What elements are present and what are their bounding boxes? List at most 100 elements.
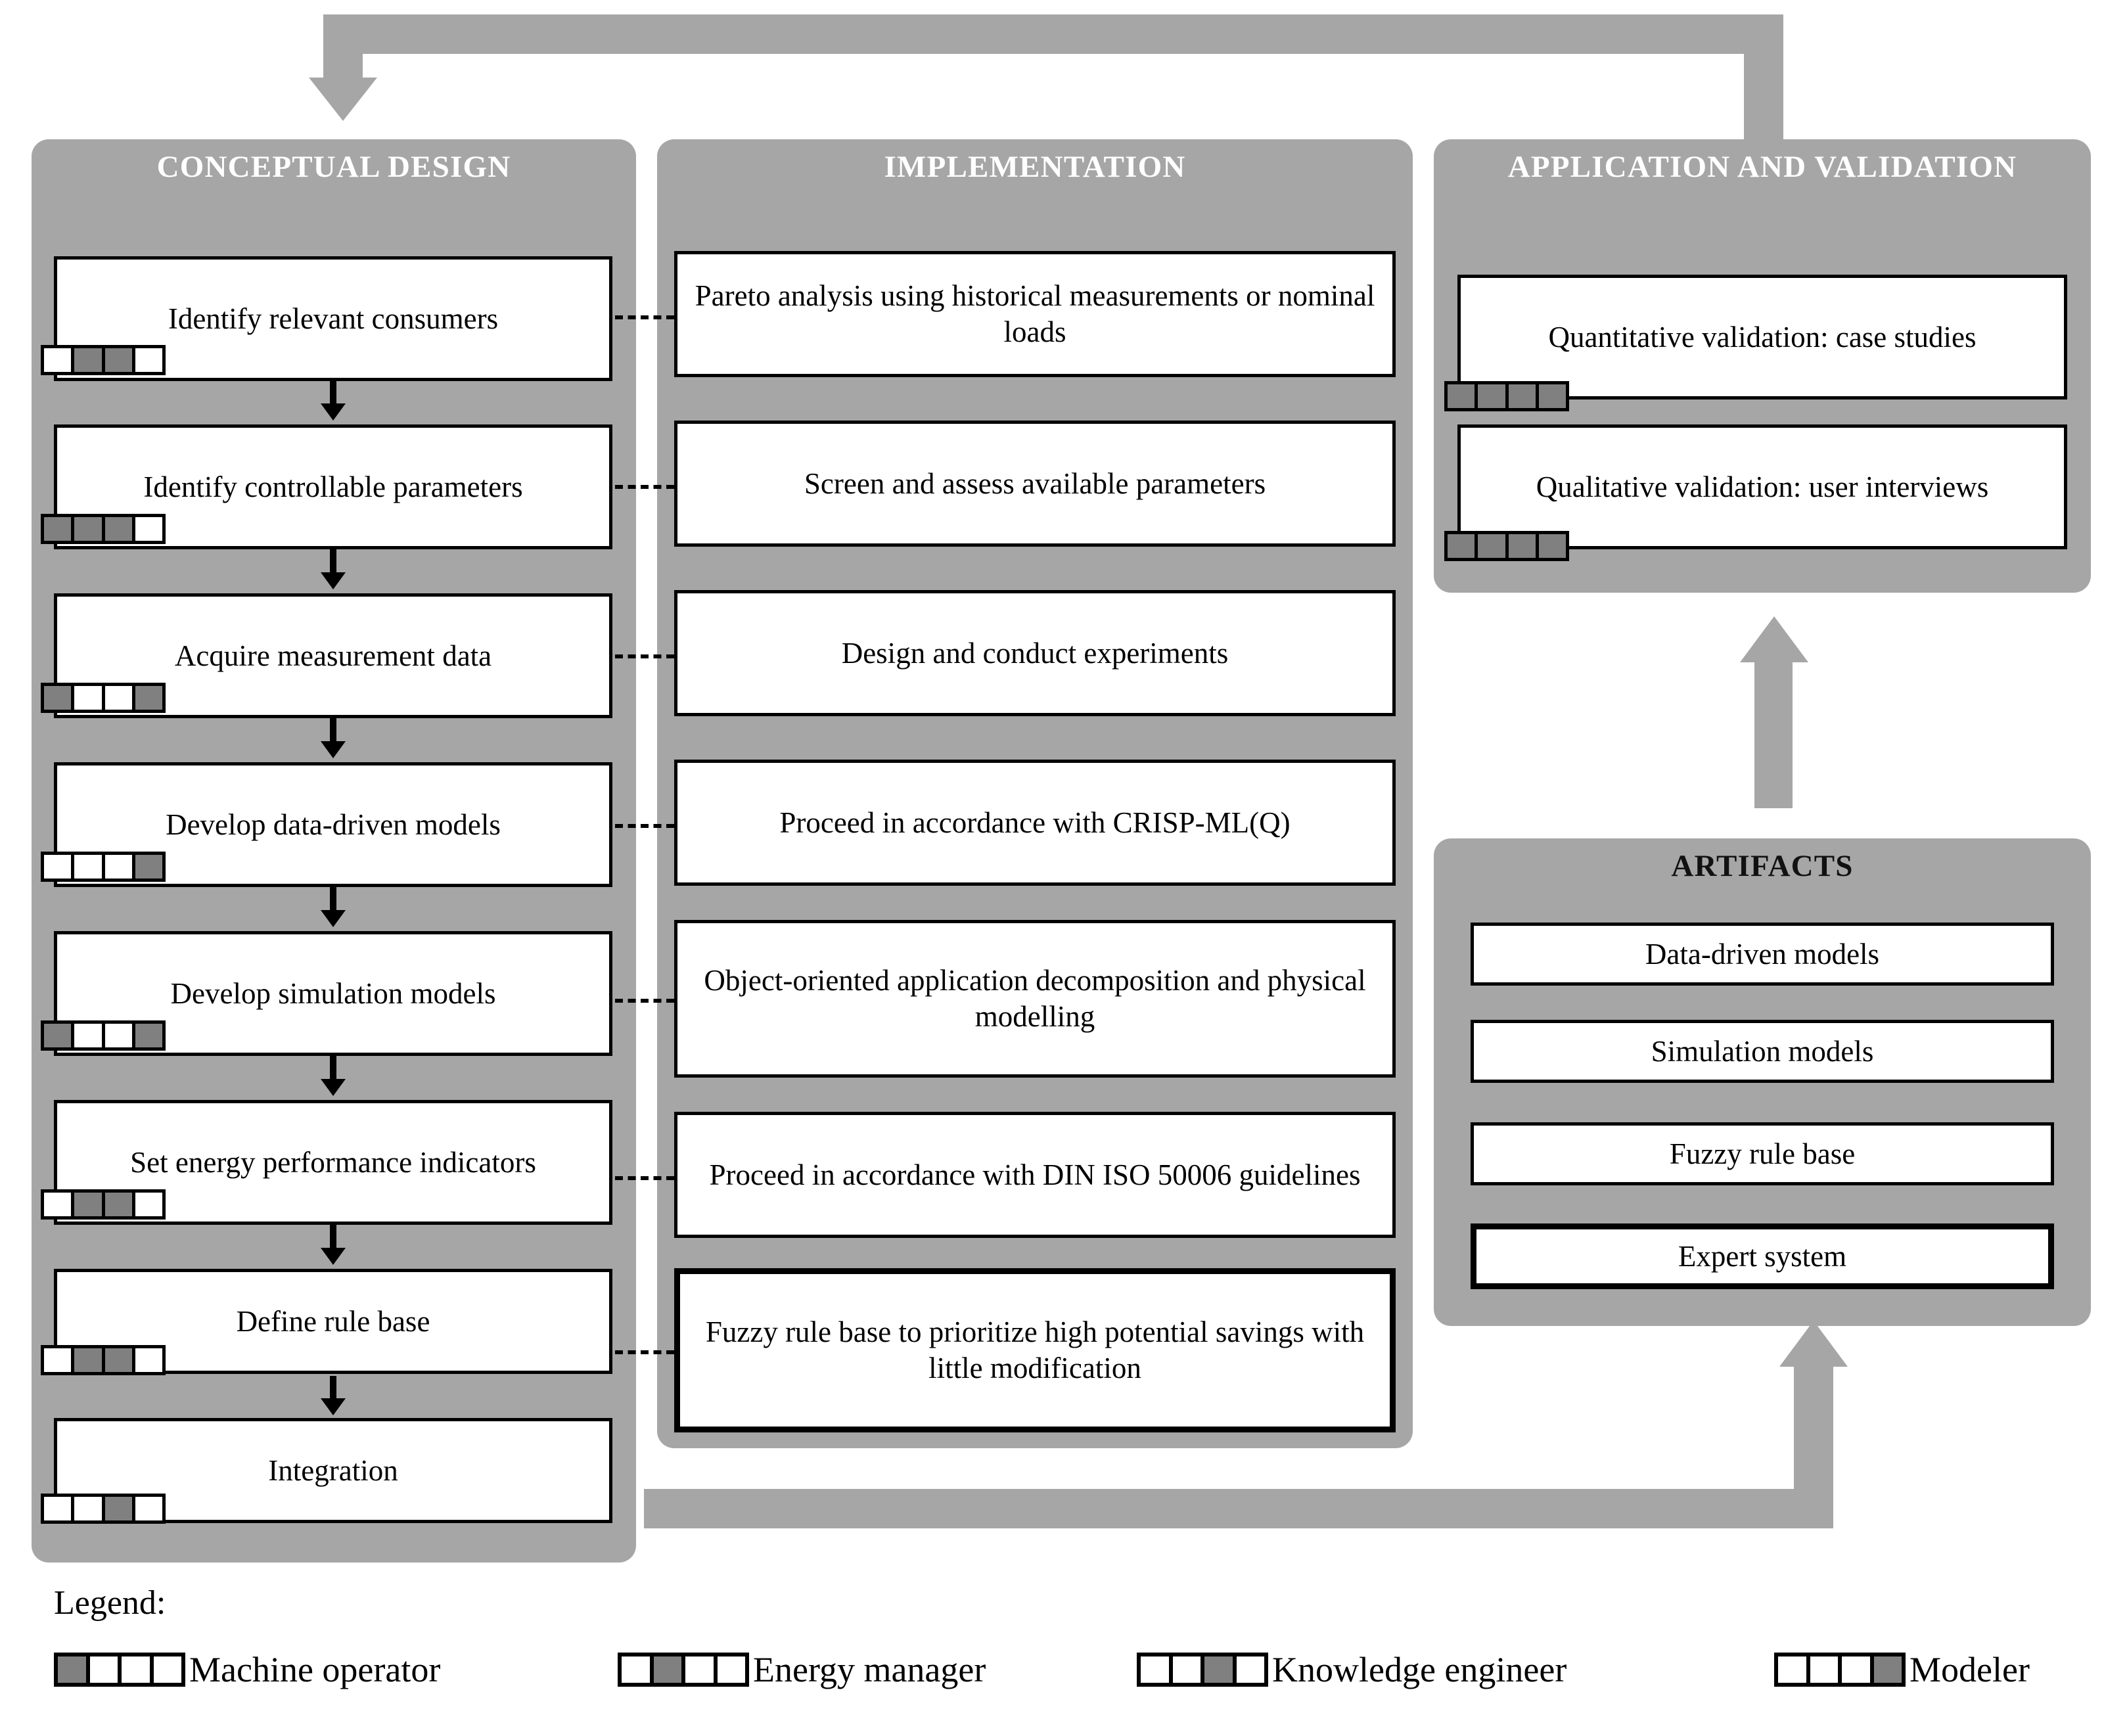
- legend-label: Legend:: [54, 1584, 166, 1622]
- feedback-arrow-bottom-arrowhead-icon: [1779, 1321, 1848, 1367]
- legend-label-energy-manager: Energy manager: [753, 1650, 986, 1689]
- role-marker-legend-energy-manager: [618, 1653, 749, 1687]
- legend: Legend: Machine operator Energy manager …: [0, 1577, 2104, 1736]
- role-cell-energy-manager: [653, 1656, 685, 1683]
- role-cell-knowledge-engineer: [122, 1656, 154, 1683]
- legend-item-modeler: Modeler: [1774, 1649, 2030, 1690]
- role-cell-energy-manager: [74, 1348, 105, 1372]
- role-cell-machine-operator: [622, 1656, 654, 1683]
- role-marker-legend-knowledge-engineer: [1137, 1653, 1268, 1687]
- panel-title-application-and-validation: APPLICATION AND VALIDATION: [1507, 150, 2017, 184]
- role-marker-legend-machine-operator: [54, 1653, 185, 1687]
- role-cell-energy-manager: [90, 1656, 122, 1683]
- role-cell-modeler: [154, 1656, 182, 1683]
- role-cell-energy-manager: [74, 686, 105, 710]
- artifact-box-3[interactable]: Expert system: [1471, 1223, 2054, 1289]
- role-cell-knowledge-engineer: [105, 855, 135, 879]
- panel-title-conceptual-design: CONCEPTUAL DESIGN: [156, 150, 511, 184]
- feedback-arrow-top-left-drop: [323, 14, 363, 80]
- role-cell-modeler: [135, 855, 162, 879]
- role-marker-conceptual-1: [41, 514, 166, 544]
- link-conceptual-5-implementation-5: [615, 1176, 674, 1180]
- role-marker-conceptual-5: [41, 1189, 166, 1220]
- feedback-arrow-bottom-right-riser: [1794, 1367, 1833, 1528]
- link-conceptual-4-implementation-4: [615, 999, 674, 1003]
- role-cell-machine-operator: [1448, 534, 1478, 558]
- role-marker-conceptual-4: [41, 1020, 166, 1051]
- role-cell-machine-operator: [44, 686, 75, 710]
- role-cell-modeler: [135, 1348, 162, 1372]
- role-marker-conceptual-2: [41, 683, 166, 713]
- artifact-box-2[interactable]: Fuzzy rule base: [1471, 1122, 2054, 1185]
- role-marker-conceptual-6: [41, 1345, 166, 1375]
- role-cell-energy-manager: [1478, 534, 1509, 558]
- feedback-arrow-top-horizontal: [323, 14, 1783, 54]
- role-cell-energy-manager: [1173, 1656, 1204, 1683]
- legend-item-energy-manager: Energy manager: [618, 1649, 986, 1690]
- role-cell-modeler: [135, 686, 162, 710]
- role-cell-energy-manager: [1478, 384, 1509, 408]
- role-cell-energy-manager: [1810, 1656, 1842, 1683]
- step-box-implementation-1[interactable]: Screen and assess available parameters: [674, 421, 1396, 547]
- panel-title-implementation: IMPLEMENTATION: [884, 150, 1186, 184]
- role-cell-knowledge-engineer: [104, 517, 135, 541]
- feedback-arrow-bottom-horizontal: [644, 1489, 1833, 1528]
- legend-label-machine-operator: Machine operator: [189, 1650, 441, 1689]
- role-cell-machine-operator: [44, 855, 75, 879]
- role-cell-machine-operator: [44, 1497, 75, 1520]
- role-cell-knowledge-engineer: [104, 1497, 135, 1520]
- role-cell-knowledge-engineer: [104, 1193, 135, 1216]
- step-box-validation-0[interactable]: Quantitative validation: case studies: [1457, 275, 2067, 400]
- artifacts-to-validation-arrow-stem: [1754, 657, 1793, 808]
- role-cell-machine-operator: [1778, 1656, 1810, 1683]
- role-cell-energy-manager: [74, 1193, 105, 1216]
- feedback-arrow-top-arrowhead-icon: [309, 78, 377, 121]
- role-cell-energy-manager: [74, 348, 105, 372]
- role-cell-machine-operator: [1141, 1656, 1173, 1683]
- role-cell-machine-operator: [1448, 384, 1478, 408]
- role-cell-knowledge-engineer: [104, 1348, 135, 1372]
- link-conceptual-0-implementation-0: [615, 315, 674, 319]
- role-cell-energy-manager: [74, 517, 105, 541]
- role-cell-knowledge-engineer: [105, 1024, 135, 1047]
- step-box-conceptual-6[interactable]: Define rule base: [54, 1269, 612, 1374]
- legend-item-machine-operator: Machine operator: [54, 1649, 440, 1690]
- step-box-implementation-4[interactable]: Object-oriented application decompositio…: [674, 920, 1396, 1078]
- role-cell-knowledge-engineer: [1204, 1656, 1237, 1683]
- role-cell-machine-operator: [44, 1193, 75, 1216]
- step-box-implementation-2[interactable]: Design and conduct experiments: [674, 590, 1396, 716]
- role-cell-knowledge-engineer: [1842, 1656, 1874, 1683]
- step-box-implementation-5[interactable]: Proceed in accordance with DIN ISO 50006…: [674, 1112, 1396, 1238]
- role-cell-machine-operator: [44, 1348, 75, 1372]
- role-cell-machine-operator: [58, 1656, 90, 1683]
- role-cell-knowledge-engineer: [105, 686, 135, 710]
- step-box-implementation-0[interactable]: Pareto analysis using historical measure…: [674, 251, 1396, 377]
- artifact-box-0[interactable]: Data-driven models: [1471, 923, 2054, 986]
- role-cell-knowledge-engineer: [104, 348, 135, 372]
- role-cell-modeler: [718, 1656, 746, 1683]
- role-marker-legend-modeler: [1774, 1653, 1906, 1687]
- panel-title-artifacts: ARTIFACTS: [1671, 849, 1854, 883]
- role-cell-modeler: [1873, 1656, 1902, 1683]
- role-cell-modeler: [135, 517, 162, 541]
- role-marker-conceptual-7: [41, 1494, 166, 1524]
- artifacts-to-validation-arrowhead-icon: [1740, 616, 1808, 662]
- role-marker-conceptual-0: [41, 345, 166, 375]
- step-box-conceptual-0[interactable]: Identify relevant consumers: [54, 256, 612, 381]
- role-cell-machine-operator: [44, 1024, 75, 1047]
- role-cell-machine-operator: [44, 517, 75, 541]
- role-cell-knowledge-engineer: [685, 1656, 718, 1683]
- step-box-conceptual-7[interactable]: Integration: [54, 1418, 612, 1523]
- legend-label-knowledge-engineer: Knowledge engineer: [1272, 1650, 1567, 1689]
- step-box-implementation-6[interactable]: Fuzzy rule base to prioritize high poten…: [674, 1268, 1396, 1432]
- role-cell-knowledge-engineer: [1508, 534, 1539, 558]
- role-cell-modeler: [135, 348, 162, 372]
- role-marker-validation-1: [1444, 531, 1569, 561]
- link-conceptual-3-implementation-3: [615, 824, 674, 828]
- artifact-box-1[interactable]: Simulation models: [1471, 1020, 2054, 1083]
- step-box-validation-1[interactable]: Qualitative validation: user interviews: [1457, 424, 2067, 549]
- role-cell-modeler: [135, 1193, 162, 1216]
- feedback-arrow-top-right-riser: [1744, 14, 1783, 139]
- step-box-implementation-3[interactable]: Proceed in accordance with CRISP-ML(Q): [674, 760, 1396, 886]
- role-cell-energy-manager: [74, 855, 105, 879]
